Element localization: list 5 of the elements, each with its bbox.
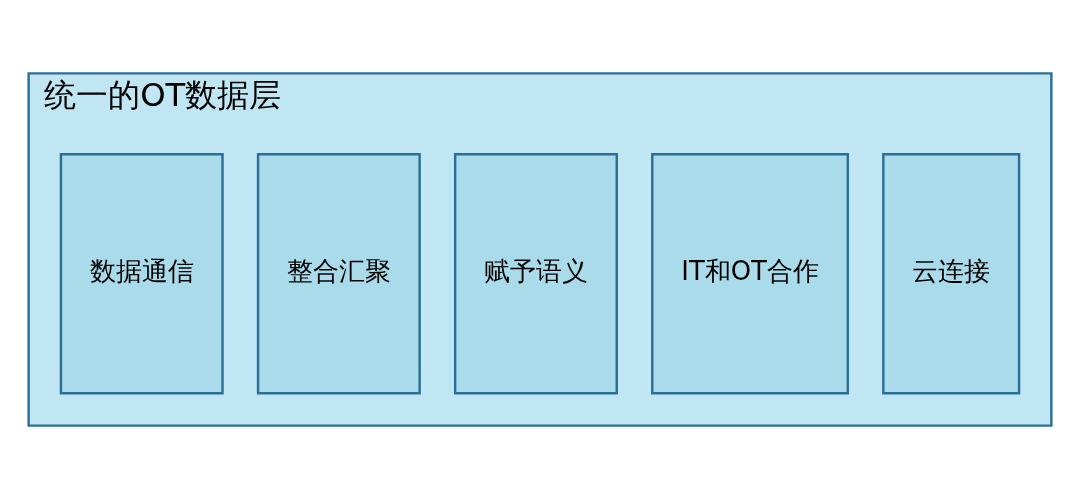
node-box: 整合汇聚 [256, 152, 421, 394]
node-box: IT和OT合作 [651, 152, 849, 394]
node-box: 数据通信 [59, 152, 224, 394]
node-box: 云连接 [882, 152, 1021, 394]
node-box: 赋予语义 [453, 152, 618, 394]
